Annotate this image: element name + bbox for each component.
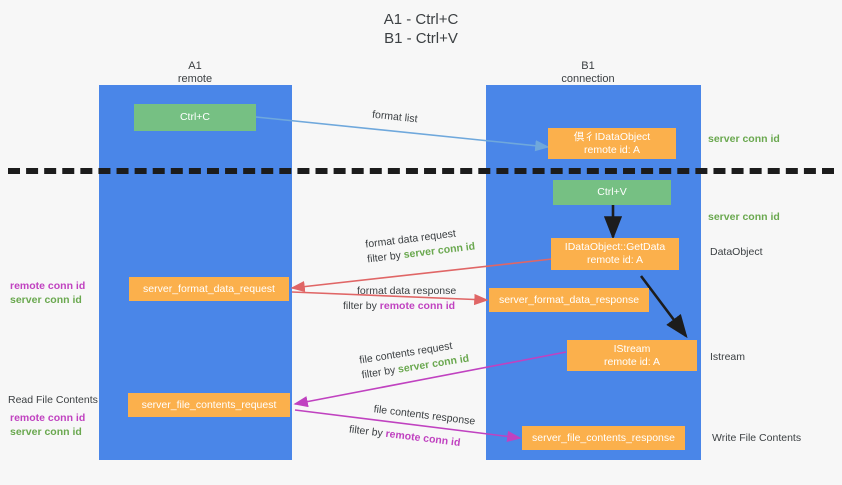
- node-server-format-data-request-label: server_format_data_request: [143, 282, 275, 295]
- edge-label-fcres-main: file contents response: [373, 403, 476, 428]
- node-idataobject-getdata[interactable]: IDataObject::GetData remote id: A: [551, 238, 679, 270]
- side-label-conn-ids-upper: remote conn id server conn id: [10, 279, 85, 307]
- column-header-b1: B1 connection: [488, 60, 688, 86]
- side-label-remote-conn-id-2: remote conn id: [10, 412, 86, 424]
- node-server-format-data-response[interactable]: server_format_data_response: [489, 288, 649, 312]
- column-a1-name: A1: [188, 60, 202, 72]
- side-label-write-file-contents: Write File Contents: [712, 432, 802, 444]
- node-ctrl-c-label: Ctrl+C: [179, 111, 211, 123]
- edge-label-format-data-request: format data request filter by server con…: [365, 224, 476, 267]
- side-label-conn-ids-lower: remote conn id server conn id: [10, 411, 85, 439]
- node-ctrl-v[interactable]: Ctrl+V: [553, 180, 671, 205]
- side-label-server-conn-id-1: server conn id: [708, 133, 780, 145]
- phase-divider: [8, 168, 834, 174]
- node-server-format-data-response-label: server_format_data_response: [498, 293, 640, 306]
- edge-label-format-list: format list: [371, 108, 419, 128]
- edge-label-format-list-text: format list: [371, 108, 419, 126]
- node-ctrl-c[interactable]: Ctrl+C: [134, 104, 256, 131]
- side-label-server-conn-id-3: server conn id: [10, 294, 82, 306]
- filter-by-text-4: filter by: [348, 423, 384, 440]
- filter-by-text: filter by: [366, 249, 402, 266]
- edge-label-file-contents-request: file contents request filter by server c…: [358, 337, 470, 384]
- column-header-a1: A1 remote: [95, 60, 295, 86]
- node-getdata-sub: remote id: A: [586, 254, 644, 266]
- node-server-file-contents-request-label: server_file_contents_request: [141, 398, 277, 411]
- edge-label-fdres-main: format data response: [357, 285, 457, 297]
- edge-label-format-data-response: format data response filter by remote co…: [343, 284, 457, 314]
- side-label-remote-conn-id-1: remote conn id: [10, 280, 86, 292]
- node-idataobject-title: 倶彳IDataObject: [573, 130, 651, 143]
- node-ctrl-v-label: Ctrl+V: [597, 186, 627, 198]
- column-a1-sub: remote: [177, 73, 213, 85]
- edge-label-fdres-filter: filter by remote conn id: [343, 299, 456, 314]
- page-title: A1 - Ctrl+C B1 - Ctrl+V: [0, 10, 842, 48]
- remote-conn-id-text-2: remote conn id: [384, 427, 462, 449]
- node-server-file-contents-response-label: server_file_contents_response: [531, 431, 675, 444]
- node-idataobject[interactable]: 倶彳IDataObject remote id: A: [548, 128, 676, 159]
- node-idataobject-sub: remote id: A: [583, 143, 641, 156]
- column-b1-name: B1: [581, 60, 595, 72]
- node-istream[interactable]: IStream remote id: A: [567, 340, 697, 371]
- filter-by-text-2: filter by: [343, 300, 377, 312]
- node-server-file-contents-response[interactable]: server_file_contents_response: [522, 426, 685, 450]
- filter-by-text-3: filter by: [360, 364, 397, 382]
- remote-conn-id-text: remote conn id: [379, 300, 456, 312]
- edge-label-file-contents-response: file contents response filter by remote …: [348, 400, 476, 453]
- side-label-dataobject: DataObject: [710, 246, 763, 258]
- side-label-read-file-contents: Read File Contents: [8, 394, 98, 406]
- title-line-2: B1 - Ctrl+V: [384, 30, 458, 47]
- column-b1-sub: connection: [561, 73, 615, 85]
- side-label-server-conn-id-2: server conn id: [708, 211, 780, 223]
- node-server-file-contents-request[interactable]: server_file_contents_request: [128, 393, 290, 417]
- side-label-server-conn-id-4: server conn id: [10, 426, 82, 438]
- side-label-istream: Istream: [710, 351, 746, 363]
- node-istream-sub: remote id: A: [603, 355, 661, 368]
- title-line-1: A1 - Ctrl+C: [383, 11, 459, 28]
- node-getdata-title: IDataObject::GetData: [564, 241, 666, 253]
- node-istream-title: IStream: [613, 342, 651, 355]
- node-server-format-data-request[interactable]: server_format_data_request: [129, 277, 289, 301]
